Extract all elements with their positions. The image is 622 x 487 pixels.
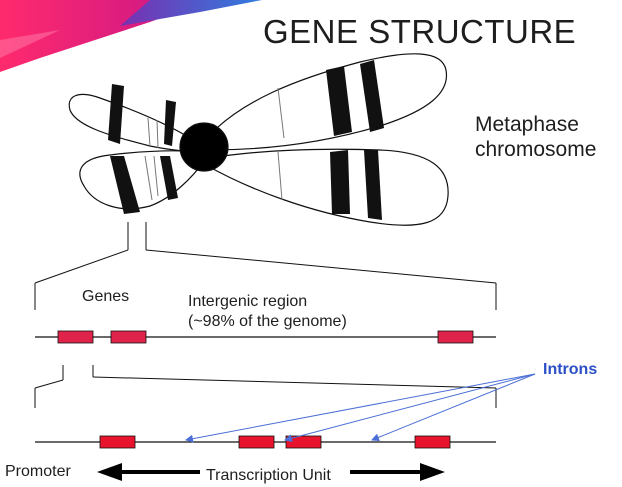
transcription-unit-label: Transcription Unit xyxy=(206,467,331,484)
genes-label: Genes xyxy=(82,288,130,305)
exon-4 xyxy=(414,435,451,449)
gene-block-2 xyxy=(110,330,147,344)
exon-2 xyxy=(238,435,275,449)
metaphase-label: Metaphase chromosome xyxy=(475,112,596,162)
exon-3 xyxy=(285,435,322,449)
promoter-label: Promoter xyxy=(5,463,71,480)
slide-title: GENE STRUCTURE xyxy=(263,13,577,50)
genome-line xyxy=(35,330,496,344)
pointer-arrows xyxy=(185,373,536,443)
exon-1 xyxy=(99,435,136,449)
gene-block-1 xyxy=(57,330,94,344)
introns-label: Introns xyxy=(543,361,598,378)
metaphase-label-line1: Metaphase xyxy=(475,113,579,136)
intergenic-label-line1: Intergenic region xyxy=(188,293,308,310)
metaphase-chromosome xyxy=(68,53,449,226)
zoom-connector-2 xyxy=(34,365,497,408)
chromatid-lower-right xyxy=(205,148,449,226)
gene-block-3 xyxy=(437,330,474,344)
corner-banner xyxy=(0,0,262,72)
zoom-connector-1 xyxy=(34,222,497,310)
metaphase-label-line2: chromosome xyxy=(475,138,597,161)
intergenic-label-line2: (~98% of the genome) xyxy=(188,313,347,330)
double-headed-arrow xyxy=(97,463,445,481)
gene-structure-line xyxy=(35,435,496,449)
centromere-circle xyxy=(179,122,229,172)
chromatid-upper-right xyxy=(204,53,448,151)
